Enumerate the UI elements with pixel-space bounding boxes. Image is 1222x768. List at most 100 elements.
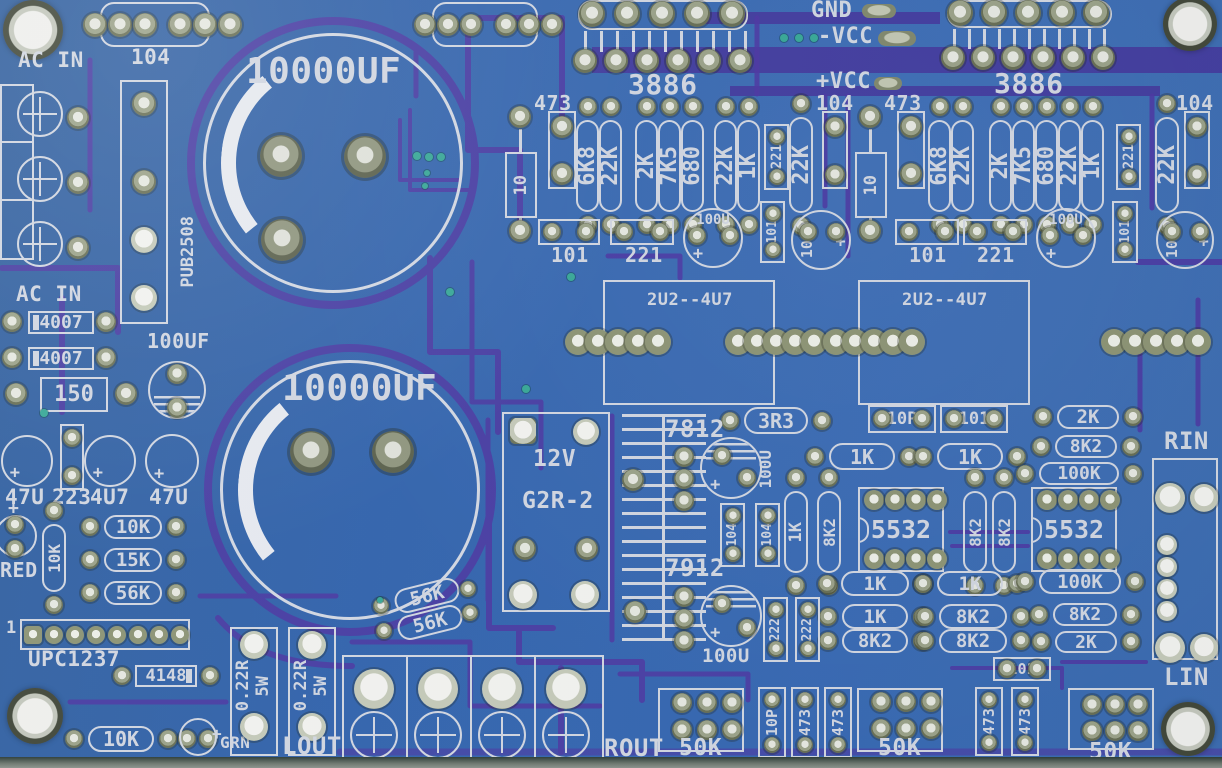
solder-pad [739, 216, 758, 234]
silkscreen-label: 1K [863, 605, 887, 628]
capacitor-pad [261, 219, 303, 261]
solder-pad [859, 220, 881, 242]
screw-terminal [17, 221, 63, 267]
power-pad [862, 4, 896, 18]
solder-pad [906, 490, 926, 510]
solder-pad [945, 410, 963, 428]
silkscreen-label: 2K [988, 152, 1013, 180]
capacitor-outline: + [145, 434, 199, 488]
solder-pad [132, 170, 156, 194]
pad-row [722, 693, 742, 713]
solder-pad [764, 692, 780, 708]
solder-pad [159, 730, 177, 748]
resistor-outline: 2K [988, 120, 1013, 212]
silkscreen-label: 5W [253, 668, 273, 704]
silkscreen-label: 5W [311, 675, 331, 697]
silkscreen-label: 10 [861, 174, 881, 196]
ic-pin [1043, 29, 1046, 49]
resistor-outline: 2K [1057, 405, 1119, 429]
board-edge [0, 757, 1222, 768]
solder-pad [1122, 437, 1140, 456]
solder-pad [2, 348, 22, 368]
capacitor-pad [372, 431, 414, 473]
solder-pad [968, 223, 986, 241]
silkscreen-label: 100K [1057, 570, 1103, 593]
solder-pad [1079, 549, 1099, 569]
plus-mark: + [1045, 243, 1057, 264]
solder-pad [985, 410, 1003, 428]
diode-4007-1: 4007 [28, 311, 94, 334]
pad-row [495, 14, 517, 36]
via [377, 597, 383, 603]
solder-pad [1120, 129, 1137, 145]
solder-pad [998, 660, 1016, 678]
input-connector [1152, 458, 1218, 660]
solder-pad [418, 669, 458, 709]
solder-pad [551, 163, 573, 185]
mount-hole-top-right [1163, 0, 1217, 51]
capacitor-outline: + [700, 585, 762, 647]
pad-row [1128, 721, 1148, 741]
resistor-outline: 3R3 [744, 407, 808, 434]
resistor-outline: 10K [42, 524, 66, 592]
solder-pad [819, 607, 837, 626]
silkscreen-label: 10K [102, 727, 140, 751]
solder-pad [1155, 483, 1185, 513]
ic-pin [632, 31, 635, 52]
silkscreen-label: 473 [796, 708, 814, 737]
label-gnd: GND [811, 0, 853, 23]
ic-pin [728, 31, 731, 52]
screw-terminal [350, 711, 398, 759]
screw-slot [38, 96, 42, 132]
plus-mark: + [710, 622, 721, 643]
silkscreen-label: 1K [863, 572, 887, 595]
label-7912: 7912 [665, 554, 725, 582]
solder-pad [509, 106, 531, 128]
pad-row [971, 46, 995, 70]
ic-pin [968, 29, 971, 49]
capacitor-pad [290, 431, 332, 473]
solder-pad [916, 607, 934, 626]
solder-pad [1037, 98, 1056, 116]
solder-pad [1163, 223, 1181, 241]
solder-pad [96, 348, 116, 368]
solder-pad [716, 98, 735, 116]
solder-pad [981, 735, 997, 751]
silkscreen-label: PUB2508 [178, 216, 198, 288]
capacitor-outline: 100U+ [1156, 211, 1214, 269]
solder-pad [1012, 632, 1030, 650]
component-box: 222 [763, 597, 788, 662]
ic-pin [680, 31, 683, 52]
silkscreen-label: 8K2 [955, 605, 991, 628]
plus-mark: + [835, 232, 846, 253]
via [413, 152, 421, 160]
ic-pin [712, 31, 715, 52]
resistor-outline: 1K [784, 491, 808, 573]
solder-pad [830, 692, 846, 708]
solder-pad [298, 713, 326, 741]
pad-row [66, 626, 84, 644]
resistor-outline: 1K [1080, 120, 1105, 212]
silkscreen-label: 0.22R [291, 660, 311, 712]
silkscreen-label: 2K [634, 152, 659, 180]
solder-pad [885, 490, 905, 510]
silkscreen-label: 8K2 [965, 517, 985, 547]
pad-row [604, 49, 628, 73]
solder-pad [906, 549, 926, 569]
diode-4148: 4148 [135, 665, 197, 687]
pad-row [150, 626, 168, 644]
solder-pad [6, 516, 24, 534]
label-10000uf-2: 10000UF [282, 368, 438, 409]
solder-pad [864, 490, 884, 510]
via [40, 409, 48, 417]
capacitor-outline [179, 718, 217, 756]
solder-pad [1017, 692, 1033, 708]
solder-pad [936, 223, 954, 241]
component-box: 101 [1112, 201, 1138, 263]
solder-pad [113, 667, 131, 685]
screw-slot [436, 716, 440, 754]
pad-column [67, 107, 89, 129]
pad-column [674, 631, 694, 651]
solder-pad [713, 447, 731, 465]
